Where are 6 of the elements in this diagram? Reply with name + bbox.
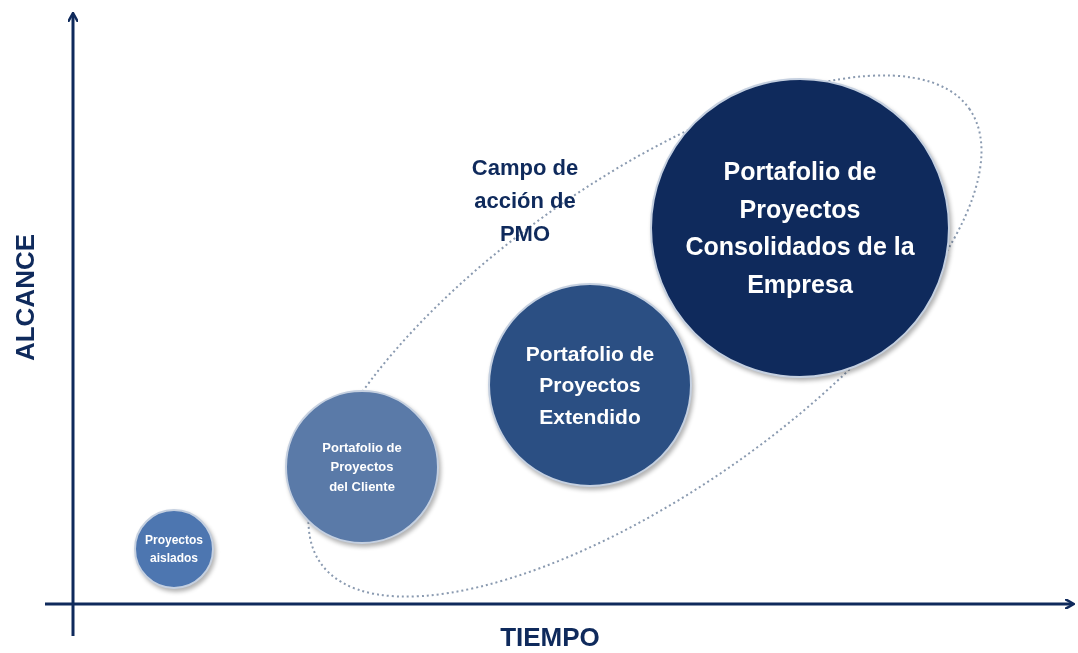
axis-label: TIEMPO [499, 622, 601, 653]
scope-circle: Portafolio de Proyectos del Cliente [285, 390, 439, 544]
region-title: Campo de acción de PMO [470, 154, 580, 248]
axis-label: ALCANCE [9, 232, 41, 364]
scope-circle: Proyectos aislados [134, 509, 214, 589]
scope-circle: Portafolio de Proyectos Extendido [488, 283, 692, 487]
